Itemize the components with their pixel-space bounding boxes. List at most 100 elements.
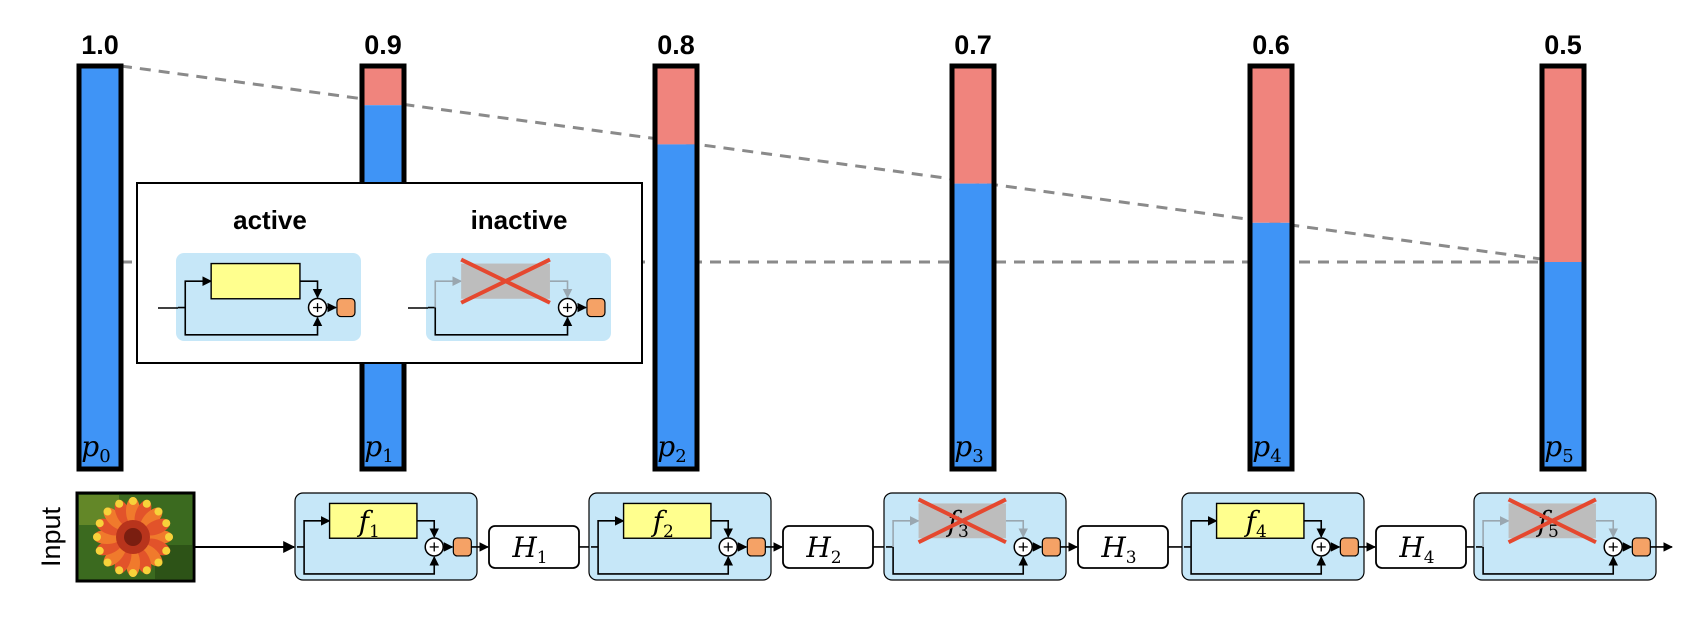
p-subscript: 1 <box>382 446 393 467</box>
module-output-path <box>1595 520 1619 538</box>
module-input-path <box>892 516 920 547</box>
survive-segment <box>952 183 994 469</box>
cross-line <box>460 257 551 305</box>
p-subscript: 4 <box>1270 446 1281 467</box>
drop-segment <box>1542 66 1584 262</box>
bar-outline <box>652 63 700 472</box>
transition-3: H3 <box>1060 525 1183 569</box>
module-subscript: 3 <box>958 522 969 542</box>
relu-activation <box>336 297 356 318</box>
survival-bar-3: 0.7p3 <box>949 30 997 472</box>
input-flower-image <box>75 491 196 583</box>
input-section: Input <box>36 491 296 583</box>
module-active <box>210 262 301 300</box>
relu-activation <box>452 537 472 557</box>
transition-4: H4 <box>1358 525 1475 569</box>
legend-inactive-block <box>408 253 611 341</box>
relu-activation <box>1631 537 1651 557</box>
relu-activation <box>746 537 766 557</box>
cross-line <box>917 497 1007 545</box>
p-subscript: 2 <box>675 446 686 467</box>
petal-tip <box>162 519 171 528</box>
petal-tip <box>154 558 163 567</box>
drop-segment <box>655 66 697 145</box>
bar-value-label: 0.7 <box>954 30 992 60</box>
drop-segment <box>1250 66 1292 223</box>
residual-block-5: f5 <box>1473 492 1657 581</box>
legend-active-block <box>158 253 361 341</box>
p-subscript: 3 <box>972 446 983 467</box>
module-output-path <box>549 280 573 299</box>
residual-block-2: f2 <box>588 492 772 581</box>
module-subscript: 2 <box>663 522 674 542</box>
petal-tip <box>95 546 104 555</box>
transition-subscript: 2 <box>831 548 842 568</box>
module-input-path <box>434 276 463 308</box>
relu-activation <box>1339 537 1359 557</box>
module-input-path <box>303 516 331 547</box>
module-output-path <box>1005 520 1029 538</box>
legend-inactive-title: inactive <box>471 205 568 235</box>
petal-tip <box>142 566 151 575</box>
transition-1: H1 <box>471 525 590 569</box>
skip-connection <box>597 546 734 575</box>
module-input-path <box>184 276 213 308</box>
legend-active-title: active <box>233 205 307 235</box>
survive-segment <box>1542 262 1584 469</box>
module-input-path <box>1190 516 1218 547</box>
transition-subscript: 1 <box>537 548 548 568</box>
bar-value-label: 0.9 <box>364 30 402 60</box>
survival-bar-2: 0.8p2 <box>652 30 700 472</box>
module-subscript: 5 <box>1548 522 1559 542</box>
residual-block-4: f4 <box>1181 492 1365 581</box>
module-subscript: 4 <box>1256 522 1267 542</box>
petal-tip <box>95 519 104 528</box>
petal-tip <box>93 533 101 541</box>
skip-connection <box>1482 546 1619 575</box>
petal-tip <box>142 499 151 508</box>
drop-segment <box>952 66 994 184</box>
module-output-path <box>1303 520 1327 538</box>
skip-connection <box>1190 546 1327 575</box>
module-active <box>1215 502 1305 539</box>
bar-outline <box>949 63 997 472</box>
bar-outline <box>76 63 124 472</box>
transition-subscript: 3 <box>1126 548 1137 568</box>
module-subscript: 1 <box>369 522 380 542</box>
petal-tip <box>103 558 112 567</box>
relu-activation <box>586 297 606 318</box>
cross-line <box>1507 497 1597 545</box>
petal-tip <box>129 569 137 577</box>
skip-connection <box>303 546 440 575</box>
module-active <box>328 502 418 539</box>
survive-segment <box>1250 222 1292 469</box>
relu-activation <box>1041 537 1061 557</box>
petal-tip <box>154 507 163 516</box>
bar-outline <box>1247 63 1295 472</box>
module-output-path <box>299 280 323 299</box>
survive-segment <box>655 144 697 469</box>
bar-outline <box>1539 63 1587 472</box>
module-input-path <box>597 516 625 547</box>
module-output-path <box>416 520 440 538</box>
transition-2: H2 <box>765 525 885 569</box>
p-subscript: 5 <box>1562 446 1573 467</box>
input-label: Input <box>36 506 66 567</box>
residual-block-3: f3 <box>883 492 1067 581</box>
drop-segment <box>362 66 404 106</box>
module-input-path <box>1482 516 1510 547</box>
bar-value-label: 0.6 <box>1252 30 1290 60</box>
skip-connection <box>184 307 323 336</box>
petal-tip <box>103 507 112 516</box>
petal-tip <box>115 499 124 508</box>
legend-box: active inactive <box>136 182 643 364</box>
skip-connection <box>434 307 573 336</box>
petal-tip <box>165 533 173 541</box>
residual-block-1: f1 <box>294 492 478 581</box>
p-subscript: 0 <box>99 446 110 467</box>
petal-tip <box>129 497 137 505</box>
petal-tip <box>162 546 171 555</box>
